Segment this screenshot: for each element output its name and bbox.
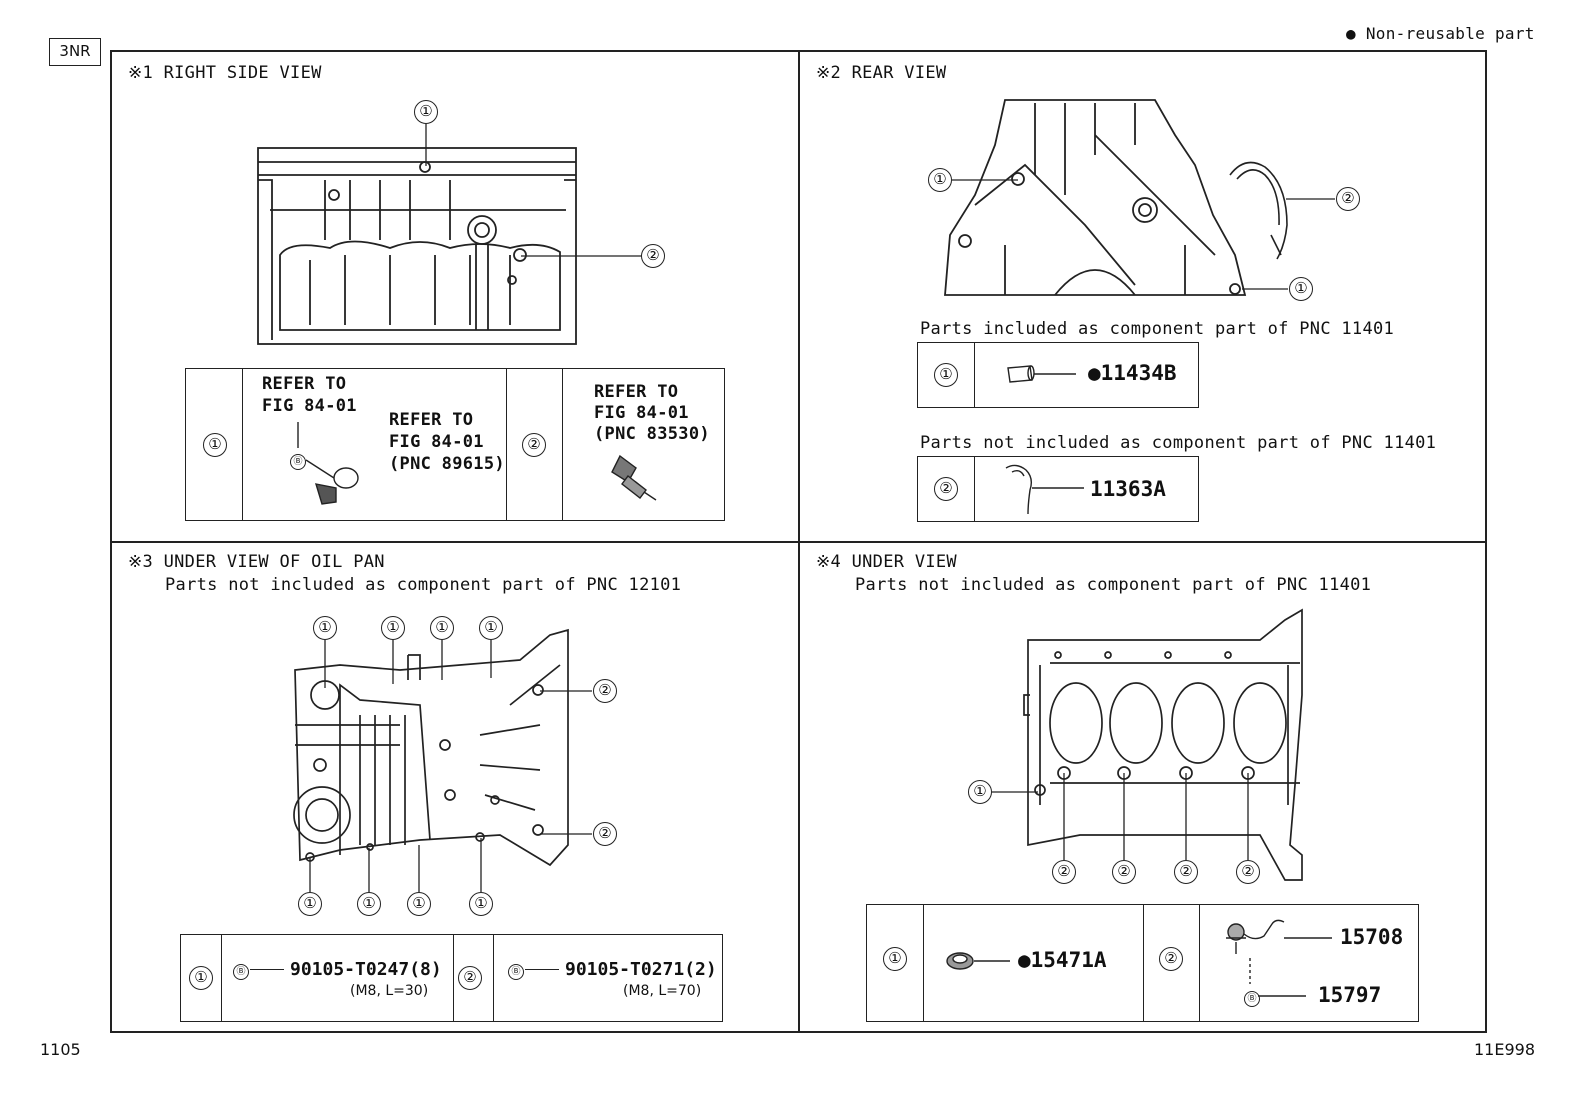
oil-pan-underside-drawing — [293, 628, 569, 867]
sensor-part-drawing — [297, 422, 359, 505]
panel-1-pnc-89615: (PNC 89615) — [389, 454, 505, 474]
panel-1-fig-label: FIG 84-01 — [262, 396, 357, 416]
panel-3-callout-top-4: ① — [479, 616, 503, 640]
panel-3-callout-bottom-4: ① — [469, 892, 493, 916]
panel-4-part-15797: 15797 — [1318, 983, 1382, 1007]
panel-4-callout-bottom-2: ② — [1112, 860, 1136, 884]
panel-2-callout-2: ② — [1336, 187, 1360, 211]
panel-3-callout-top-3: ① — [430, 616, 454, 640]
panel-4-callout-bottom-3: ② — [1174, 860, 1198, 884]
oil-pressure-switch-drawing — [611, 454, 657, 501]
engine-block-underside-drawing — [1023, 608, 1303, 881]
panel-1-parts-table — [185, 368, 725, 521]
panel-3-callout-top-2: ① — [381, 616, 405, 640]
panel-4-table-item-2: ② — [1159, 947, 1183, 971]
panel-1-callout-2: ② — [641, 244, 665, 268]
panel-3-callout-top-1: ① — [313, 616, 337, 640]
engine-tag: 3NR — [49, 38, 101, 66]
panel-3-part-90105-t0247: 90105-T0247(8) — [290, 959, 442, 980]
panel-4-note: Parts not included as component part of … — [855, 575, 1372, 595]
panel-1-refer-label-3: REFER TO — [594, 382, 679, 402]
panel-2-part-11363a: 11363A — [1090, 477, 1166, 501]
panel-3-note: Parts not included as component part of … — [165, 575, 682, 595]
panel-3-title: ※3 UNDER VIEW OF OIL PAN — [128, 552, 385, 572]
panel-3-table-item-2: ② — [458, 966, 482, 990]
panel-2-note-included: Parts included as component part of PNC … — [920, 319, 1395, 339]
panel-2-title: ※2 REAR VIEW — [816, 63, 947, 83]
panel-2-callout-3: ① — [1289, 277, 1313, 301]
panel-3-callout-right-2: ② — [593, 822, 617, 846]
panel-4-parts-table — [866, 904, 1419, 1022]
panel-1-table-item-1: ① — [203, 433, 227, 457]
non-reusable-legend: ● Non-reusable part — [1346, 24, 1535, 43]
panel-1-fig-label-3: FIG 84-01 — [594, 403, 689, 423]
figure-code: 11E998 — [1474, 1040, 1536, 1059]
panel-3-spec-1: (M8, L=30) — [350, 983, 429, 999]
panel-2-part-11434b: ●11434B — [1088, 361, 1177, 385]
panel-2-row-1-no: ① — [934, 363, 958, 387]
dowel-pin-drawing — [1007, 365, 1076, 383]
panel-3-callout-bottom-1: ① — [298, 892, 322, 916]
engine-block-right-side-drawing — [257, 147, 577, 345]
plug-drawing — [946, 952, 1010, 970]
panel-3-spec-2: (M8, L=70) — [623, 983, 702, 999]
panel-4-callout-left: ① — [968, 780, 992, 804]
panel-1-table-item-2: ② — [522, 433, 546, 457]
engine-block-rear-drawing — [944, 99, 1247, 296]
panel-1-b-mark: Ⓑ — [290, 451, 306, 470]
panel-1-callout-1: ① — [414, 100, 438, 124]
panel-3-table-item-1: ① — [189, 966, 213, 990]
panel-3-b-mark-2: Ⓑ — [508, 961, 524, 980]
panel-4-part-15471a: ●15471A — [1018, 948, 1107, 972]
panel-1-fig-label-2: FIG 84-01 — [389, 432, 484, 452]
panel-2-row-2 — [917, 456, 1199, 522]
panel-3-callout-bottom-3: ① — [407, 892, 431, 916]
panel-3-parts-table — [180, 934, 723, 1022]
rear-seal-cover-drawing — [1229, 161, 1288, 260]
horizontal-divider — [110, 541, 1487, 543]
panel-4-callout-bottom-1: ② — [1052, 860, 1076, 884]
seal-retainer-drawing — [1005, 464, 1084, 515]
panel-1-refer-label: REFER TO — [262, 374, 347, 394]
panel-1-title: ※1 RIGHT SIDE VIEW — [128, 63, 322, 83]
panel-4-table-item-1: ① — [883, 947, 907, 971]
panel-4-b-mark: Ⓑ — [1244, 988, 1260, 1007]
panel-3-b-mark-1: Ⓑ — [233, 961, 249, 980]
panel-4-callout-bottom-4: ② — [1236, 860, 1260, 884]
panel-1-pnc-83530: (PNC 83530) — [594, 424, 710, 444]
panel-3-callout-right-1: ② — [593, 679, 617, 703]
panel-3-leader-1 — [250, 969, 284, 971]
page-number: 1105 — [40, 1040, 81, 1059]
oil-jet-drawing — [1226, 919, 1332, 997]
panel-2-note-not-included: Parts not included as component part of … — [920, 433, 1437, 453]
panel-3-part-90105-t0271: 90105-T0271(2) — [565, 959, 717, 980]
panel-2-callout-1: ① — [928, 168, 952, 192]
panel-3-leader-2 — [525, 969, 559, 971]
panel-3-callout-bottom-2: ① — [357, 892, 381, 916]
panel-4-part-15708: 15708 — [1340, 925, 1404, 949]
panel-1-refer-label-2: REFER TO — [389, 410, 474, 430]
panel-2-row-1 — [917, 342, 1199, 408]
panel-2-row-2-no: ② — [934, 477, 958, 501]
panel-4-title: ※4 UNDER VIEW — [816, 552, 957, 572]
